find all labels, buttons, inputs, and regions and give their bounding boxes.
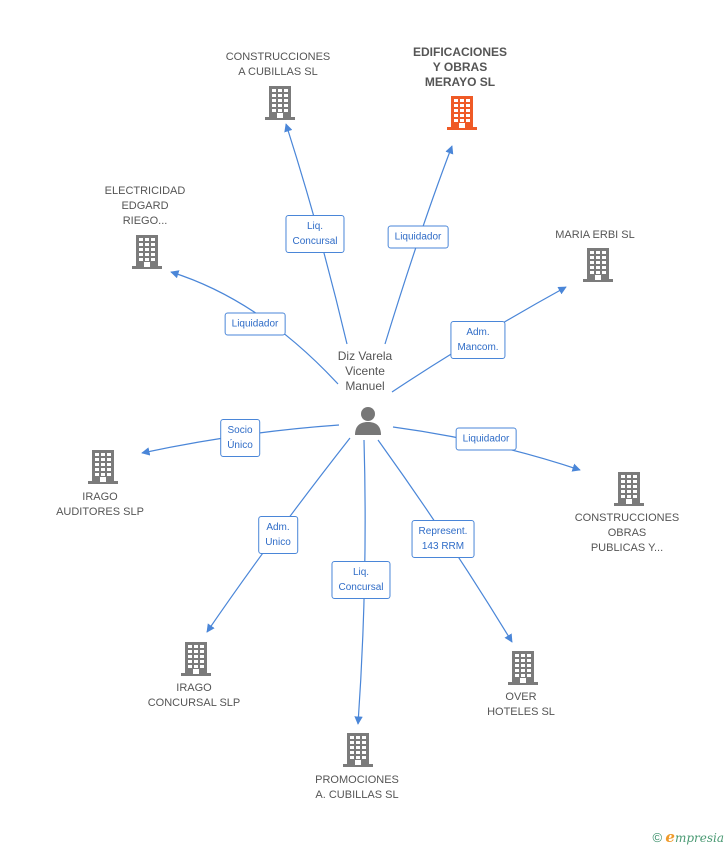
edge-label-electricidad-edgard[interactable]: Liquidador	[224, 312, 286, 336]
copyright-symbol: ©	[652, 830, 663, 845]
edge-label-maria-erbi[interactable]: Adm. Mancom.	[450, 321, 506, 359]
building-icon[interactable]	[614, 472, 644, 506]
building-icon[interactable]	[508, 651, 538, 685]
footer-brand[interactable]: © empresia	[652, 828, 724, 846]
building-icon[interactable]	[265, 86, 295, 120]
edge-label-irago-auditores[interactable]: Socio Único	[220, 419, 260, 457]
person-icon[interactable]	[352, 404, 384, 436]
edge-label-edificaciones-merayo[interactable]: Liquidador	[387, 225, 449, 249]
building-icon[interactable]	[132, 235, 162, 269]
building-icon[interactable]	[447, 96, 477, 130]
building-icon[interactable]	[88, 450, 118, 484]
edge-label-construcciones-obras-publicas[interactable]: Liquidador	[455, 427, 517, 451]
brand-name: mpresia	[674, 831, 724, 845]
company-label-irago-auditores[interactable]: IRAGO AUDITORES SLP	[56, 491, 144, 518]
company-label-construcciones-cubillas[interactable]: CONSTRUCCIONES A CUBILLAS SL	[225, 51, 331, 78]
company-label-irago-concursal[interactable]: IRAGO CONCURSAL SLP	[147, 682, 241, 709]
company-label-promociones-cubillas[interactable]: PROMOCIONES A. CUBILLAS SL	[315, 774, 399, 801]
company-label-over-hoteles[interactable]: OVER HOTELES SL	[487, 691, 555, 718]
building-icon[interactable]	[583, 248, 613, 282]
building-icon[interactable]	[181, 642, 211, 676]
company-label-maria-erbi[interactable]: MARIA ERBI SL	[555, 229, 635, 241]
company-label-electricidad-edgard[interactable]: ELECTRICIDAD EDGARD RIEGO...	[104, 185, 186, 227]
center-person-name[interactable]: Diz Varela Vicente Manuel	[337, 349, 393, 393]
edge-label-construcciones-cubillas[interactable]: Liq. Concursal	[285, 215, 345, 253]
company-label-edificaciones-merayo[interactable]: EDIFICACIONES Y OBRAS MERAYO SL	[412, 45, 508, 89]
building-icon[interactable]	[343, 733, 373, 767]
brand-logo-initial: e	[665, 828, 675, 846]
company-label-construcciones-obras-publicas[interactable]: CONSTRUCCIONES OBRAS PUBLICAS Y...	[574, 512, 680, 554]
edge-label-over-hoteles[interactable]: Represent. 143 RRM	[411, 520, 475, 558]
edge-label-promociones-cubillas[interactable]: Liq. Concursal	[331, 561, 391, 599]
edge-label-irago-concursal[interactable]: Adm. Unico	[258, 516, 298, 554]
